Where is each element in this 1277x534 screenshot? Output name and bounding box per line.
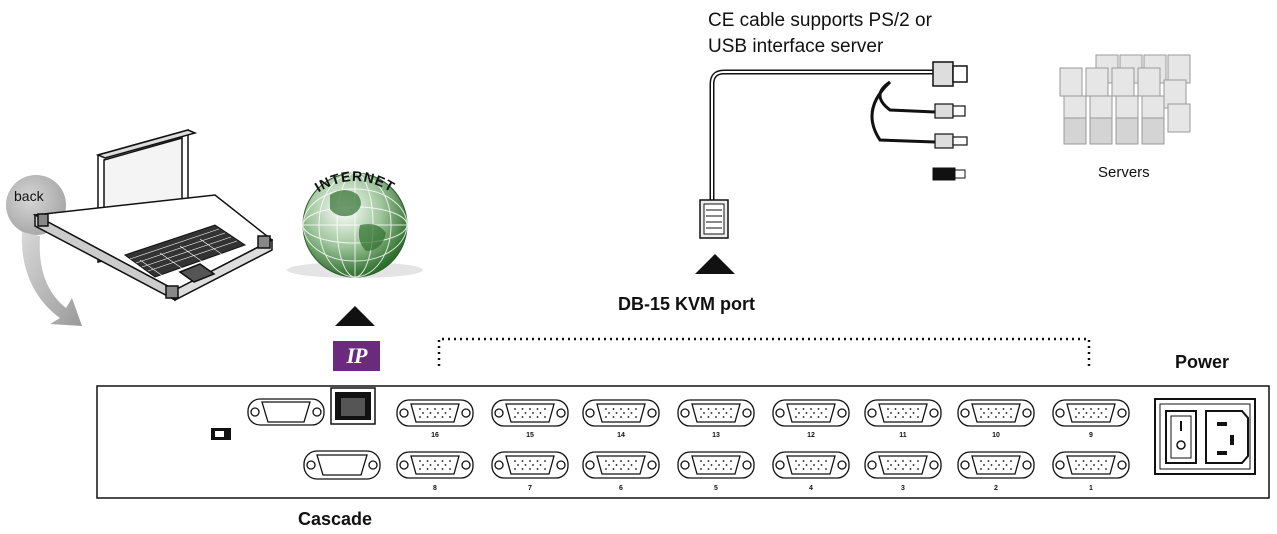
rotate-arrow-icon [21,232,82,326]
port-number-1: 1 [1089,485,1093,492]
up-arrow-ip-icon [335,306,375,326]
kvm-port-label: DB-15 KVM port [618,294,756,314]
cable-caption: CE cable supports PS/2 or USB interface … [708,8,932,60]
port-number-10: 10 [992,432,1000,439]
cable-caption-line2: USB interface server [708,36,884,57]
port-number-7: 7 [528,485,532,492]
power-module-icon [1154,398,1256,475]
kvm-port-2-icon [957,451,1035,479]
lan-rj45-port-icon [330,387,376,425]
port-number-11: 11 [899,432,907,439]
kvm-port-9-icon [1052,399,1130,427]
kvm-port-15-icon [491,399,569,427]
port-number-13: 13 [712,432,720,439]
ac-inlet-icon [1205,410,1249,464]
kvm-ports-bracket [437,337,1091,366]
port-number-5: 5 [714,485,718,492]
kvm-port-12-icon [772,399,850,427]
port-number-15: 15 [526,432,534,439]
back-label: back [14,188,44,204]
port-number-14: 14 [617,432,625,439]
servers-label: Servers [1098,164,1150,181]
kvm-port-4-icon [772,451,850,479]
port-number-16: 16 [431,432,439,439]
svg-text:INTERNET: INTERNET [312,168,398,195]
port-number-4: 4 [809,485,813,492]
port-number-3: 3 [901,485,905,492]
kvm-port-14-icon [582,399,660,427]
kvm-port-8-icon [396,451,474,479]
power-label: Power [1175,352,1230,372]
port-number-9: 9 [1089,432,1093,439]
kvm-port-11-icon [864,399,942,427]
cascade-port-icon [303,450,381,480]
port-number-6: 6 [619,485,623,492]
cable-caption-line1: CE cable supports PS/2 or [708,10,932,31]
kvm-port-1-icon [1052,451,1130,479]
kvm-port-16-icon [396,399,474,427]
servers-icon [1059,54,1191,145]
ce-cable-icon [699,61,968,239]
port-number-2: 2 [994,485,998,492]
kvm-port-13-icon [677,399,755,427]
cascade-label: Cascade [298,509,373,529]
kvm-port-rows [396,399,1130,479]
console-db9-port-icon [247,398,325,426]
internet-label: INTERNET [312,168,397,195]
kvm-port-5-icon [677,451,755,479]
panel-switch-icon [211,428,231,440]
port-number-12: 12 [807,432,815,439]
internet-text-arc: INTERNET [312,168,398,195]
up-arrow-kvm-icon [695,254,735,274]
kvm-port-7-icon [491,451,569,479]
kvm-port-10-icon [957,399,1035,427]
ip-badge: IP [333,341,380,371]
port-number-8: 8 [433,485,437,492]
kvm-port-6-icon [582,451,660,479]
lcd-console-drawer-icon [32,129,274,302]
kvm-port-3-icon [864,451,942,479]
internet-globe-icon [287,172,423,278]
